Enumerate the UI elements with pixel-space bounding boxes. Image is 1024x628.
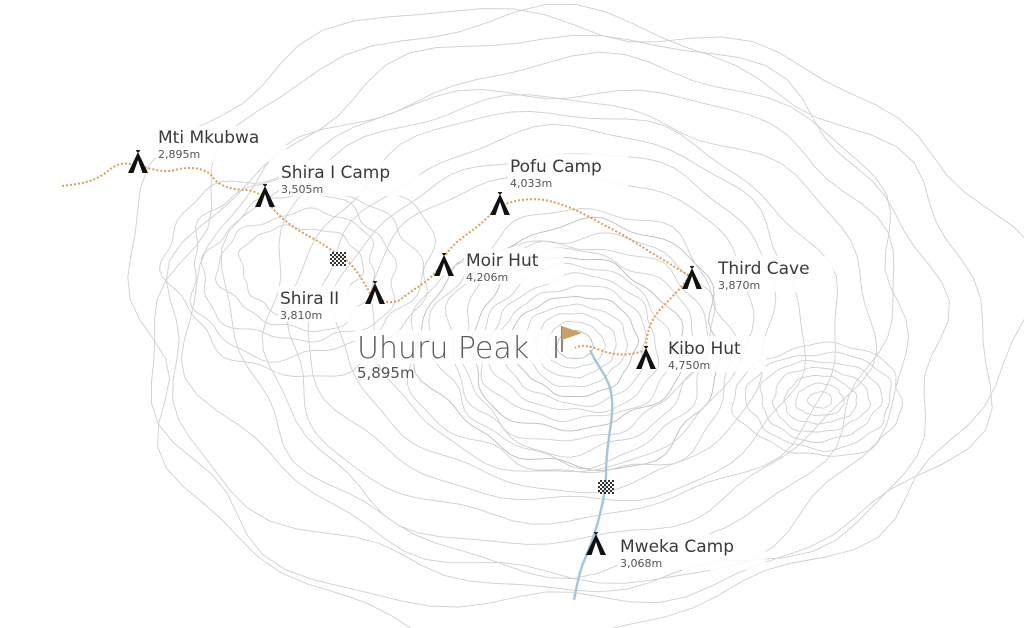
camp-name: Mweka Camp [620,537,734,557]
contour-line [806,391,833,409]
gate-marker-mweka [598,480,614,494]
gate-marker-shira [330,252,346,266]
camp-mweka: Mweka Camp 3,068m [585,532,766,570]
camp-elevation: 3,505m [281,183,323,196]
contour-line [759,359,883,443]
contour-line [795,382,845,417]
camp-elevation: 3,810m [280,309,322,322]
contour-line [771,366,871,433]
tent-icon [433,253,455,277]
camp-pofu: Pofu Camp 4,033m [489,154,628,216]
contour-line [127,8,1024,628]
tent-icon [635,346,657,370]
camp-name: Third Cave [717,259,810,279]
contour-line [731,341,904,457]
camp-name: Shira II [280,289,339,309]
contour-line [189,176,425,363]
camp-shira-2: Shira II 3,810m [278,281,386,322]
camp-name: Moir Hut [466,251,539,271]
descent-route [572,349,614,601]
camp-name: Kibo Hut [668,339,741,359]
camp-third-cave: Third Cave 3,870m [681,256,834,292]
camp-elevation: 2,895m [158,148,200,161]
camp-mti-mkubwa: Mti Mkubwa 2,895m [127,126,286,174]
camp-moir-hut: Moir Hut 4,206m [433,248,564,284]
summit-marker [555,326,582,358]
contour-line [151,3,993,608]
contour-line [556,330,594,359]
flag-icon [562,326,582,340]
tent-icon [364,281,386,305]
contour-line [371,170,755,472]
contour-line [261,94,878,545]
camp-elevation: 4,033m [510,177,552,190]
camp-name: Pofu Camp [510,157,602,177]
contour-line [214,207,376,333]
ascent-route [61,162,692,356]
camp-elevation: 4,206m [466,271,508,284]
camp-name: Mti Mkubwa [158,128,259,148]
tent-icon [127,150,149,174]
camp-name: Shira I Camp [281,163,390,183]
camp-elevation: 4,750m [668,359,710,372]
contour-line [744,351,892,452]
camp-kibo-hut: Kibo Hut 4,750m [635,336,766,372]
camp-elevation: 3,870m [718,279,760,292]
contour-line [221,88,895,580]
summit-name: Uhuru Peak [357,331,529,366]
tent-icon [585,532,607,556]
summit-label-bg [355,330,551,364]
summit-elevation: 5,895m [357,364,415,382]
contour-line [200,192,398,343]
contour-line [783,374,858,425]
contour-lines [127,3,1024,628]
camp-shira-1: Shira I Camp 3,505m [254,160,419,208]
camp-elevation: 3,068m [620,557,662,570]
